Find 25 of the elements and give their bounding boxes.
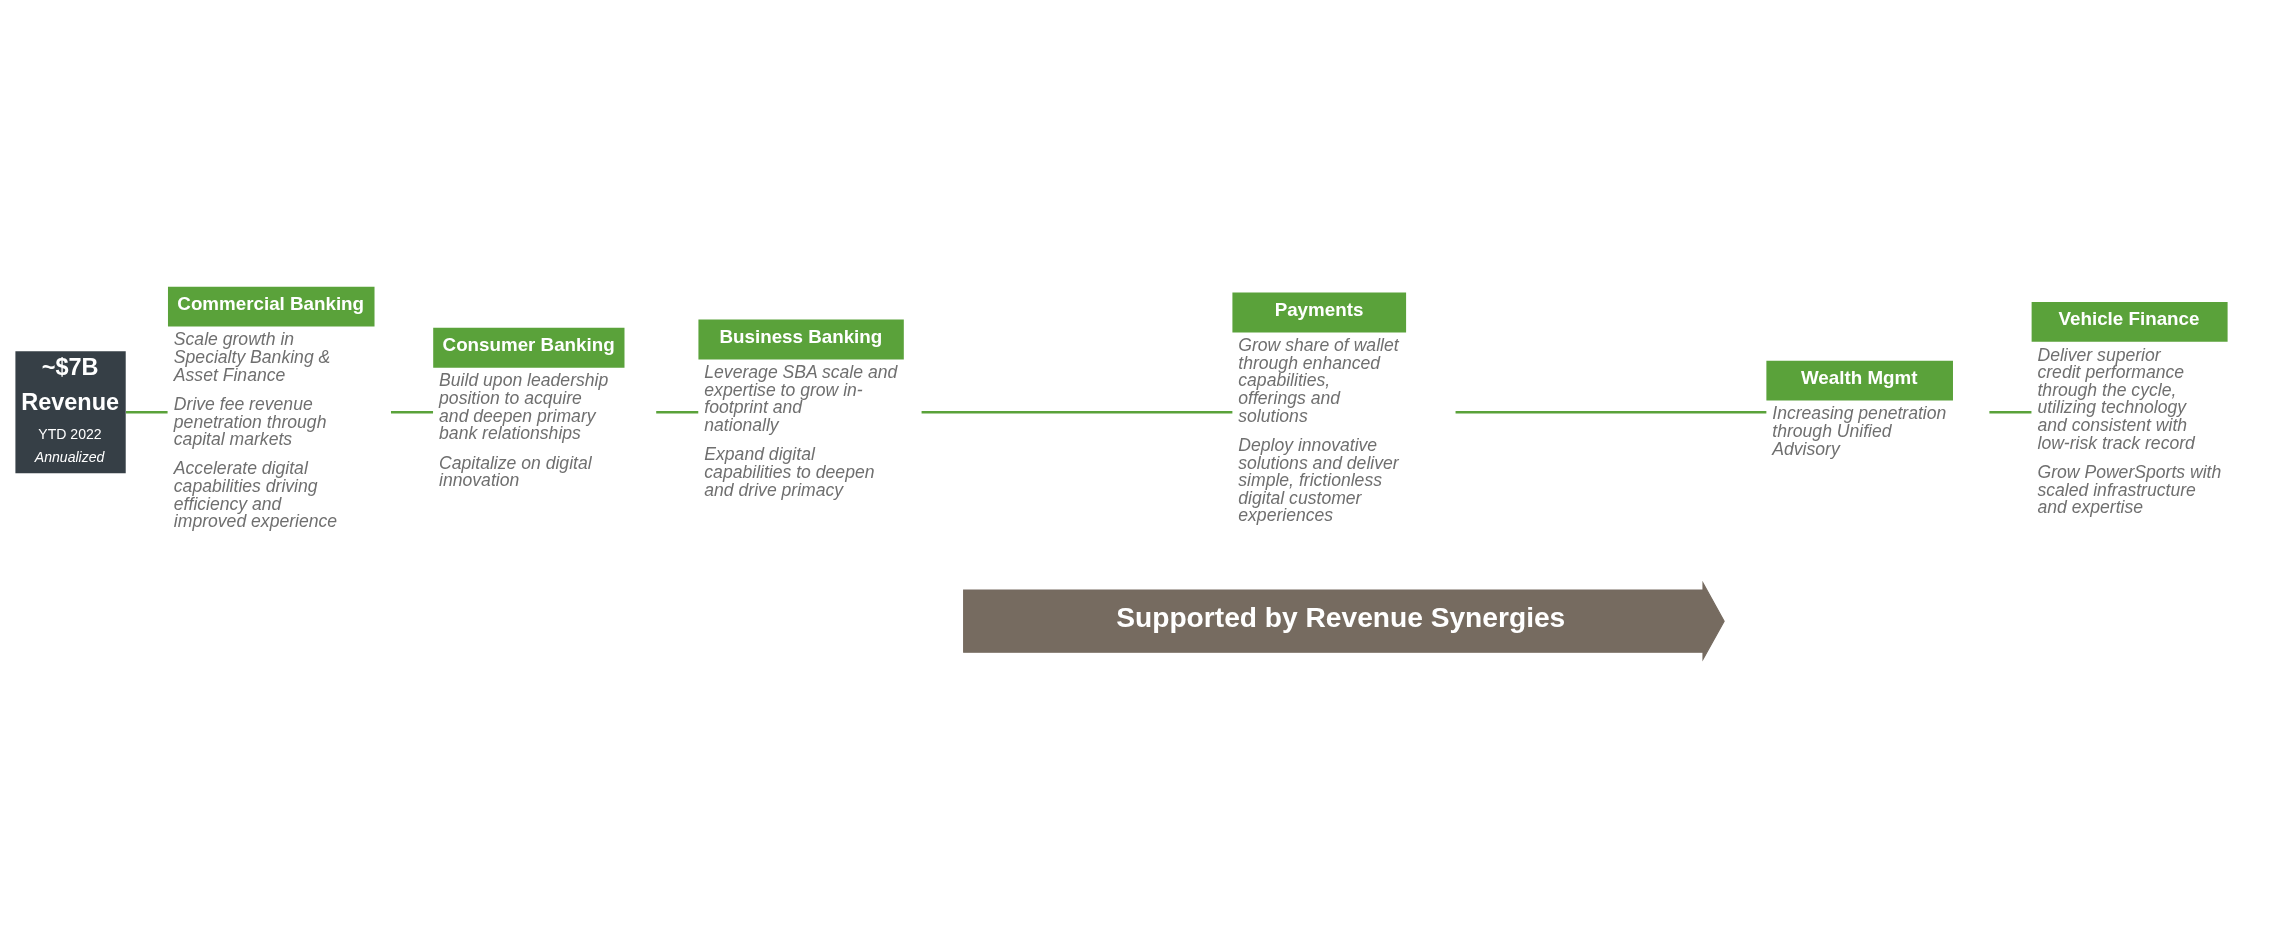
node-label: Build upon leadership position to acquire and deepen primary bank relationships	[439, 370, 609, 444]
node-label: Accelerate digital capabilities driving efficiency and improved experience	[173, 458, 338, 532]
node-label: Increasing penetration through Unified Advisory	[1772, 403, 1947, 459]
node-box: ~$7B Revenue YTD 2022 Annualized	[15, 351, 126, 474]
node-box: Business Banking	[698, 319, 904, 360]
connector	[1455, 411, 1767, 414]
node-label: Scale growth in Specialty Banking & Asset Finance	[173, 329, 331, 385]
connector	[1989, 411, 2032, 414]
connector	[921, 411, 1233, 414]
node-label: Grow share of wallet through enhanced capabilities, offerings and solutions	[1238, 335, 1399, 426]
node-label: Deploy innovative solutions and deliver simple, frictionless digital customer experiences	[1238, 435, 1399, 526]
node-label: Expand digital capabilities to deepen and drive primacy	[704, 444, 875, 500]
node-label: Capitalize on digital innovation	[439, 452, 592, 491]
connector	[656, 411, 699, 414]
node-box: Vehicle Finance	[2031, 301, 2228, 342]
node-box: Commercial Banking	[167, 286, 375, 327]
node-label: Grow PowerSports with scaled infrastructure and expertise	[2037, 461, 2222, 518]
node-label: Deliver superior credit performance through the cycle, utilizing technology and consistent with low-risk track record	[2037, 344, 2195, 453]
node-label: Drive fee revenue penetration through capital markets	[173, 393, 327, 450]
node-box: Wealth Mgmt	[1766, 360, 1953, 401]
connector	[390, 411, 434, 414]
node-label: Leverage SBA scale and expertise to grow in-footprint and nationally	[704, 362, 898, 436]
connector	[126, 411, 168, 414]
node-box: Payments	[1232, 292, 1407, 333]
node-box: Consumer Banking	[433, 327, 625, 368]
